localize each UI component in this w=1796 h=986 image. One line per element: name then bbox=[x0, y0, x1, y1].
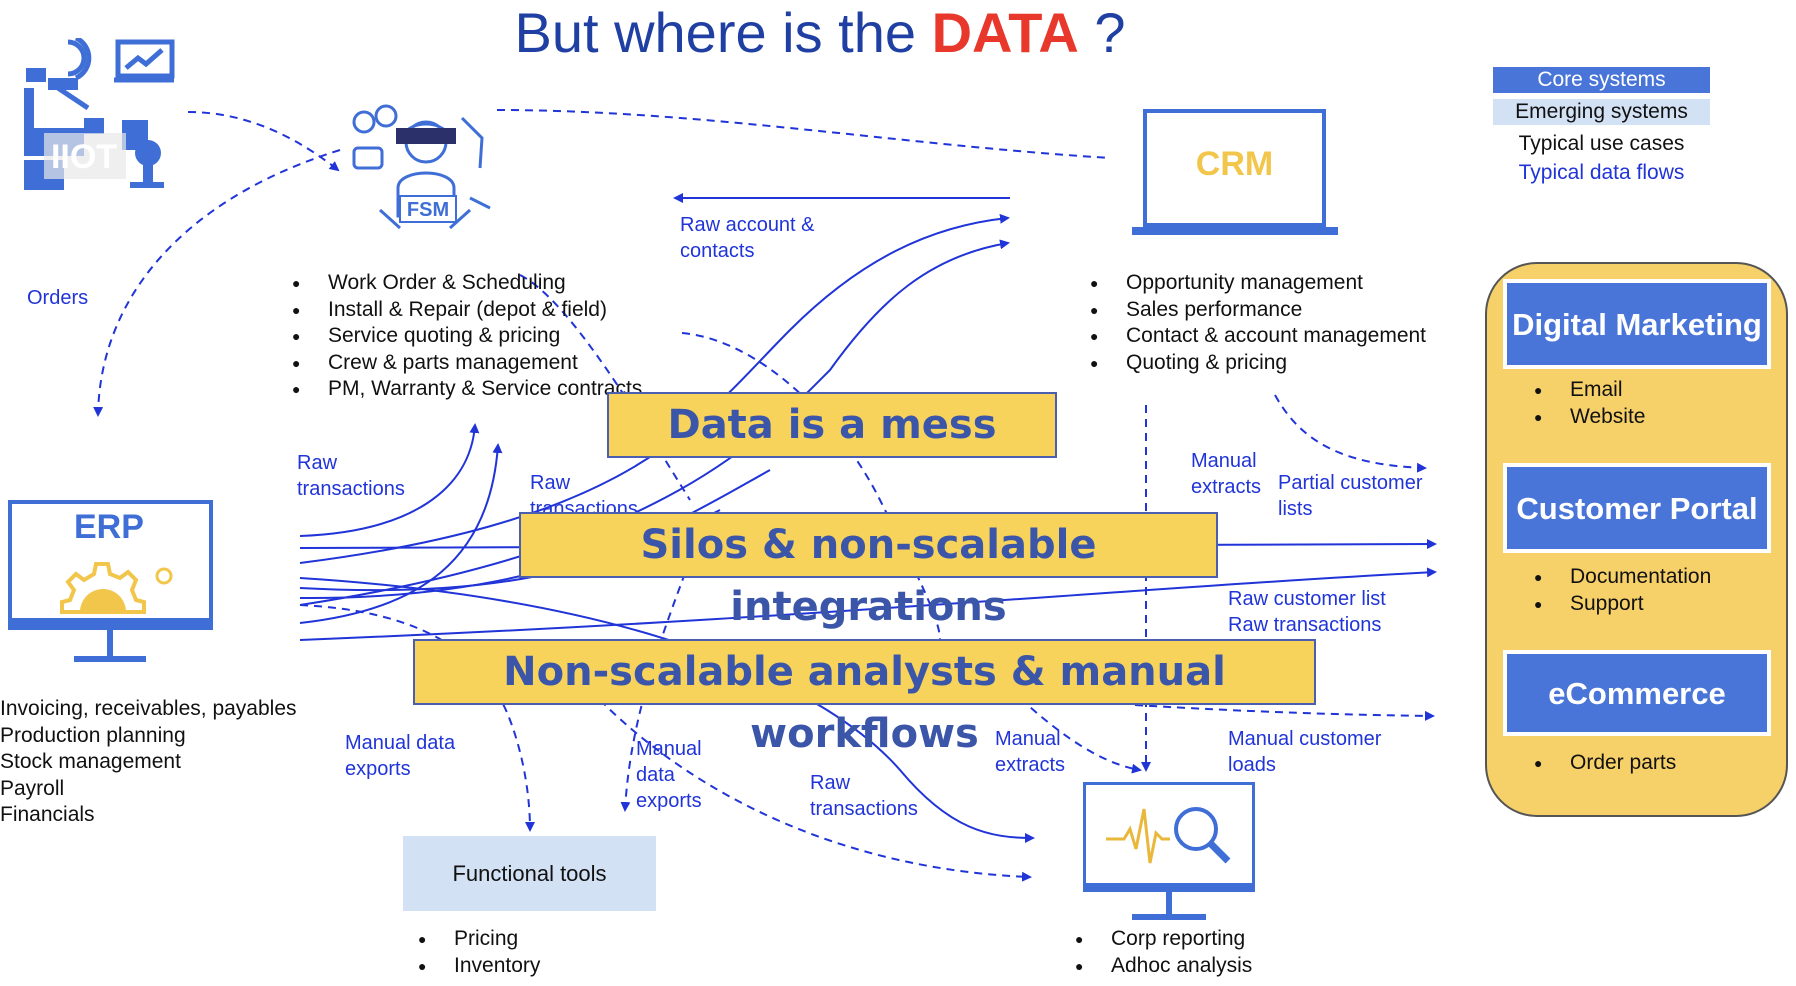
monitor-magnifier-icon bbox=[1106, 807, 1231, 864]
legend-use-cases: Typical use cases bbox=[1518, 132, 1685, 155]
list-item: Stock management bbox=[0, 750, 181, 773]
list-item: Install & Repair (depot & field) bbox=[292, 297, 642, 324]
legend-core: Core systems bbox=[1493, 67, 1710, 93]
legend-flows: Typical data flows bbox=[1518, 161, 1685, 184]
banner-silos: Silos & non-scalable integrations bbox=[519, 512, 1218, 630]
list-item: Website bbox=[1534, 404, 1645, 431]
flow-label-manual-extracts-1: Manual extracts bbox=[1191, 450, 1262, 498]
ecommerce-box: eCommerce bbox=[1503, 650, 1771, 736]
analytics-monitor bbox=[1083, 782, 1255, 892]
title-highlight: DATA bbox=[931, 1, 1079, 64]
title-prefix: But where is the bbox=[514, 1, 917, 64]
monitor-base bbox=[74, 656, 146, 662]
list-item: Corp reporting bbox=[1075, 926, 1252, 953]
industrial-robot-icon: IIOT bbox=[24, 38, 175, 190]
flow-erp-to-fsm-2 bbox=[299, 443, 503, 624]
monitor-stand bbox=[107, 630, 113, 660]
list-item: Opportunity management bbox=[1090, 270, 1426, 297]
functional-tools-use-cases: Pricing Inventory bbox=[418, 926, 540, 979]
list-item: Production planning bbox=[0, 723, 186, 747]
monitor-base bbox=[1132, 914, 1206, 920]
digital-marketing-box: Digital Marketing bbox=[1503, 279, 1771, 369]
fsm-use-cases: Work Order & Scheduling Install & Repair… bbox=[292, 270, 642, 403]
list-item: Crew & parts management bbox=[292, 350, 642, 377]
crm-label: CRM bbox=[1195, 145, 1274, 183]
flow-label-raw-transactions-1: Raw transactions bbox=[297, 452, 405, 500]
iiot-label: IIOT bbox=[51, 138, 117, 176]
list-item: Documentation bbox=[1534, 564, 1711, 591]
legend-emerging: Emerging systems bbox=[1493, 99, 1710, 125]
list-item: Payroll bbox=[0, 776, 65, 800]
laptop-icon bbox=[1132, 227, 1338, 235]
title-suffix: ? bbox=[1094, 1, 1126, 64]
digital-marketing-use-cases: Email Website bbox=[1534, 377, 1645, 430]
functional-tools-box: Functional tools bbox=[403, 836, 656, 911]
list-item: Adhoc analysis bbox=[1075, 953, 1252, 980]
flow-erp-to-analytics bbox=[299, 577, 1035, 843]
monitor-stand bbox=[1166, 892, 1172, 916]
flow-erp-to-crm-1 bbox=[299, 213, 1010, 564]
flow-fsm-to-analytics bbox=[599, 699, 1032, 882]
list-item: PM, Warranty & Service contracts bbox=[292, 376, 642, 403]
list-item: Work Order & Scheduling bbox=[292, 270, 642, 297]
flow-label-partial-customer-lists: Partial customer lists bbox=[1278, 472, 1423, 520]
crm-use-cases: Opportunity management Sales performance… bbox=[1090, 270, 1426, 376]
erp-label: ERP bbox=[74, 508, 144, 546]
analytics-use-cases: Corp reporting Adhoc analysis bbox=[1075, 926, 1252, 979]
flow-label-raw-transactions-4: Raw transactions bbox=[810, 772, 918, 820]
monitor-gear-icon bbox=[60, 562, 173, 614]
fsm-label: FSM bbox=[407, 199, 449, 221]
flow-label-raw-account-contacts: Raw account & contacts bbox=[680, 214, 815, 262]
list-item: Pricing bbox=[418, 926, 540, 953]
list-item: Inventory bbox=[418, 953, 540, 980]
flow-label-orders: Orders bbox=[27, 287, 89, 309]
list-item: Invoicing, receivables, payables bbox=[0, 697, 297, 720]
banner-data-mess: Data is a mess bbox=[607, 392, 1057, 458]
flow-label-manual-data-exports-1: Manual data exports bbox=[345, 732, 456, 780]
flow-label-manual-data-exports-2: Manual data exports bbox=[636, 738, 702, 812]
list-item: Service quoting & pricing bbox=[292, 323, 642, 350]
erp-use-cases: Invoicing, receivables, payables Product… bbox=[0, 696, 297, 829]
list-item: Contact & account management bbox=[1090, 323, 1426, 350]
list-item: Order parts bbox=[1534, 750, 1676, 777]
list-item: Email bbox=[1534, 377, 1645, 404]
page-title: But where is the DATA ? bbox=[0, 0, 1640, 65]
list-item: Sales performance bbox=[1090, 297, 1426, 324]
flow-erp-to-fsm-1 bbox=[299, 423, 480, 537]
customer-portal-box: Customer Portal bbox=[1503, 463, 1771, 553]
banner-analysts: Non-scalable analysts & manual workflows bbox=[413, 639, 1316, 757]
flow-label-raw-customer-list: Raw customer list bbox=[1228, 588, 1386, 610]
list-item: Support bbox=[1534, 591, 1711, 618]
ecommerce-use-cases: Order parts bbox=[1534, 750, 1676, 777]
list-item: Financials bbox=[0, 803, 95, 826]
customer-portal-use-cases: Documentation Support bbox=[1534, 564, 1711, 617]
list-item: Quoting & pricing bbox=[1090, 350, 1426, 377]
flow-label-manual-extracts-2: Manual extracts bbox=[995, 728, 1066, 776]
flow-iiot-to-fsm bbox=[187, 111, 340, 172]
technician-icon: FSM bbox=[352, 104, 491, 230]
flow-analytics-to-panel bbox=[1134, 704, 1435, 721]
flow-fsm-to-erp bbox=[93, 149, 341, 417]
crm-laptop-screen: CRM bbox=[1143, 109, 1326, 227]
flow-label-manual-customer-loads: Manual customer loads bbox=[1228, 728, 1382, 776]
flow-label-raw-transactions-3: Raw transactions bbox=[1228, 614, 1382, 636]
erp-monitor: ERP bbox=[8, 500, 213, 630]
flow-crm-to-panel bbox=[1274, 394, 1427, 473]
